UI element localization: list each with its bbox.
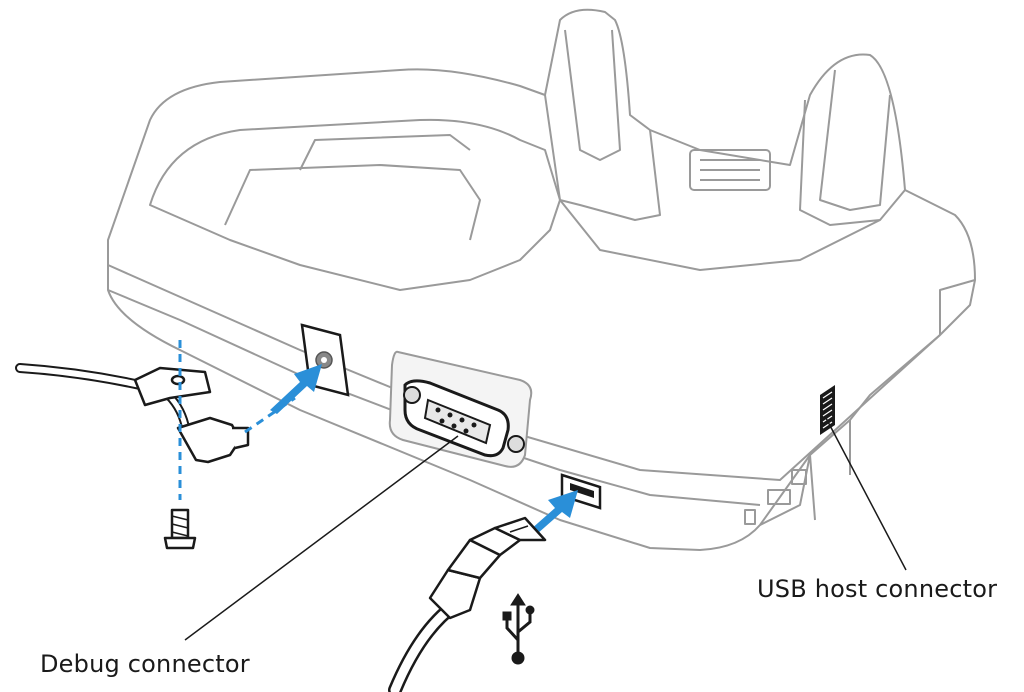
cable-clip xyxy=(133,366,212,407)
usb-host-port[interactable] xyxy=(820,385,835,435)
cradle-body xyxy=(107,8,976,551)
guide-lines xyxy=(178,340,296,500)
usb-host-connector-label: USB host connector xyxy=(757,575,998,603)
arrow-power xyxy=(270,364,322,414)
power-plug xyxy=(176,416,250,464)
dc-power-icon xyxy=(315,351,333,369)
usb-icon xyxy=(502,593,535,665)
usb-plug xyxy=(428,516,547,620)
callout-line-usbhost xyxy=(825,417,907,571)
arrow-usb xyxy=(530,490,578,534)
usb-client-port[interactable] xyxy=(560,473,602,510)
screw xyxy=(163,508,197,550)
serial-port[interactable] xyxy=(388,350,533,468)
callout-line-debug xyxy=(184,435,459,641)
callout-lines xyxy=(184,417,907,641)
insert-arrows xyxy=(270,364,578,534)
debug-connector-label: Debug connector xyxy=(40,650,250,678)
usb-cable xyxy=(388,598,462,692)
